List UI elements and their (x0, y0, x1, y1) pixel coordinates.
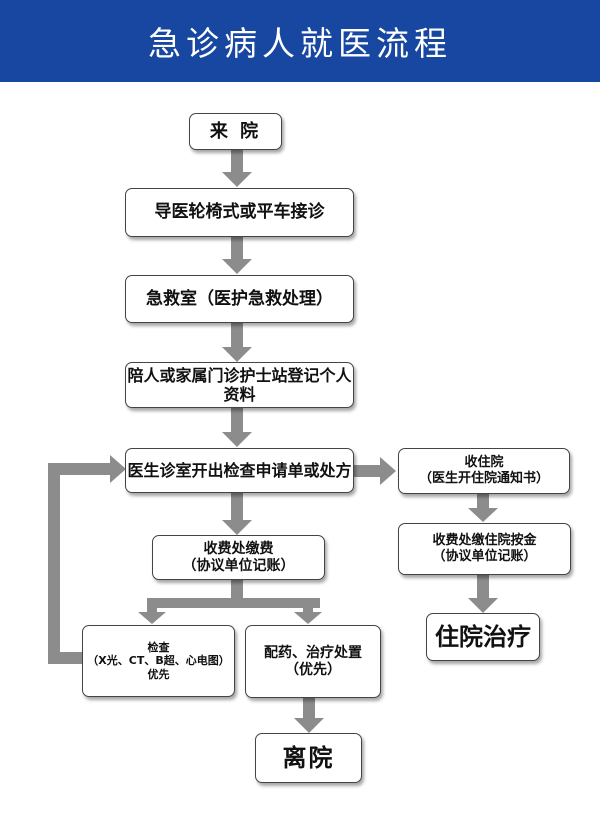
node-medication-line1: 配药、治疗处置 (264, 644, 362, 661)
node-admission: 收住院 （医生开住院通知书） (398, 448, 570, 494)
arrow-consultation-payment (222, 493, 252, 535)
node-medication-line2: （优先） (285, 661, 341, 678)
arrow-loop-vertical (48, 463, 60, 664)
page-title: 急诊病人就医流程 (148, 24, 452, 63)
node-medication: 配药、治疗处置 （优先） (245, 625, 381, 698)
node-admission-line1: 收住院 (464, 455, 504, 471)
arrow-split-medication (294, 598, 322, 624)
arrow-split-bar (148, 598, 320, 608)
node-examination: 检查 （X光、CT、B超、心电图） 优先 (82, 625, 235, 697)
node-admission-line2: （医生开住院通知书） (418, 471, 549, 486)
arrow-loop-right (48, 455, 126, 483)
arrow-payment-stem (231, 580, 243, 600)
arrow-medication-discharge (294, 698, 324, 733)
node-discharge-label: 离院 (282, 743, 335, 772)
arrow-emergency-registration (222, 323, 252, 362)
node-arrival-label: 来 院 (209, 120, 262, 142)
arrow-admission-deposit (468, 494, 498, 522)
node-examination-line1: 检查 (147, 641, 170, 655)
node-payment: 收费处缴费 （协议单位记账） (152, 535, 325, 580)
arrow-consultation-admission (354, 457, 396, 485)
node-consultation: 医生诊室开出检查申请单或处方 (125, 448, 354, 493)
node-registration: 陪人或家属门诊护士站登记个人资料 (125, 362, 354, 408)
node-hospitalization-label: 住院治疗 (435, 622, 531, 651)
arrow-guide-emergency (222, 237, 252, 274)
node-guide-label: 导医轮椅式或平车接诊 (154, 202, 325, 223)
node-examination-line2: （X光、CT、B超、心电图） (87, 654, 230, 668)
node-payment-line2: （协议单位记账） (182, 557, 295, 574)
node-emergency-room: 急救室（医护急救处理） (125, 275, 354, 323)
node-consultation-label: 医生诊室开出检查申请单或处方 (127, 460, 352, 480)
node-hospitalization: 住院治疗 (426, 613, 540, 661)
node-deposit-line1: 收费处缴住院按金 (432, 533, 537, 549)
arrow-arrival-guide (222, 150, 252, 187)
node-examination-line3: 优先 (147, 667, 170, 681)
arrow-deposit-hospitalization (468, 575, 498, 613)
node-guide: 导医轮椅式或平车接诊 (125, 188, 354, 237)
node-deposit-line2: （协议单位记账） (432, 549, 537, 564)
node-emergency-room-label: 急救室（医护急救处理） (146, 288, 333, 309)
node-discharge: 离院 (255, 733, 362, 783)
arrow-registration-consultation (222, 408, 252, 447)
node-arrival: 来 院 (189, 113, 282, 150)
node-payment-line1: 收费处缴费 (203, 540, 274, 557)
node-registration-label: 陪人或家属门诊护士站登记个人资料 (127, 365, 352, 404)
node-deposit: 收费处缴住院按金 （协议单位记账） (398, 523, 571, 575)
arrow-split-exam (138, 598, 166, 624)
header-banner: 急诊病人就医流程 (0, 0, 600, 82)
